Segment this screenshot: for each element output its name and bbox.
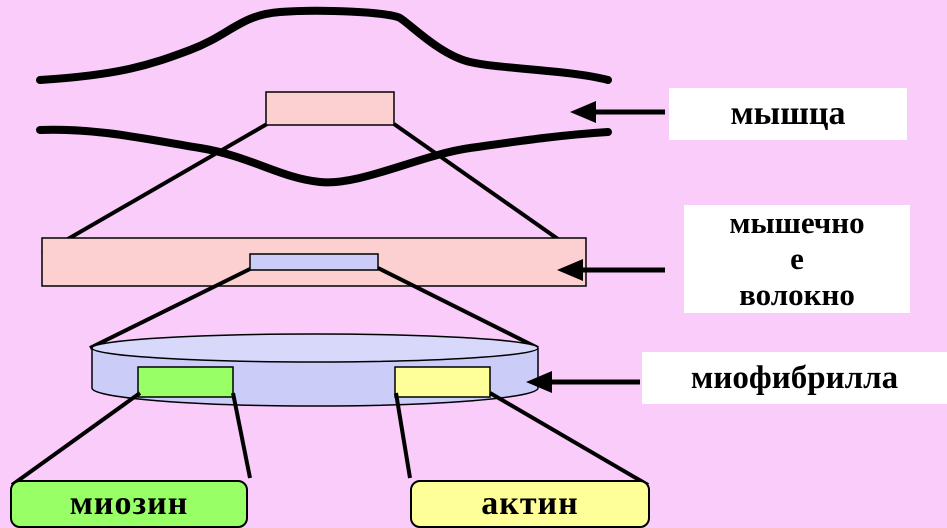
muscle-outline-bottom [36,125,612,187]
myosin-segment [137,366,234,398]
label-myofibril: миофибрилла [642,352,947,404]
label-muscle: мышца [669,88,907,140]
zoom-line [488,391,650,487]
actin-segment [394,366,491,398]
zoom-line [394,392,412,479]
arrow-fiber [557,259,665,281]
myofibril-top [91,333,539,363]
label-muscle-fiber-line2: е [790,241,804,276]
zoom-line [40,122,269,256]
zoom-line [89,266,253,350]
label-muscle-fiber: мышечно е волокно [684,205,910,313]
zoom-line [392,122,587,260]
label-muscle-fiber-line3: волокно [739,277,855,312]
label-muscle-fiber-line1: мышечно [729,205,865,240]
arrow-muscle [570,101,665,123]
muscle-outline-top [36,6,612,84]
zoom-line [10,391,142,487]
muscle-segment [265,91,395,126]
label-actin: актин [410,480,650,528]
zoom-line [377,266,539,350]
fiber-segment [249,253,379,271]
label-myosin: миозин [10,480,248,528]
arrow-myofibril [526,371,640,393]
zoom-line [231,392,252,479]
